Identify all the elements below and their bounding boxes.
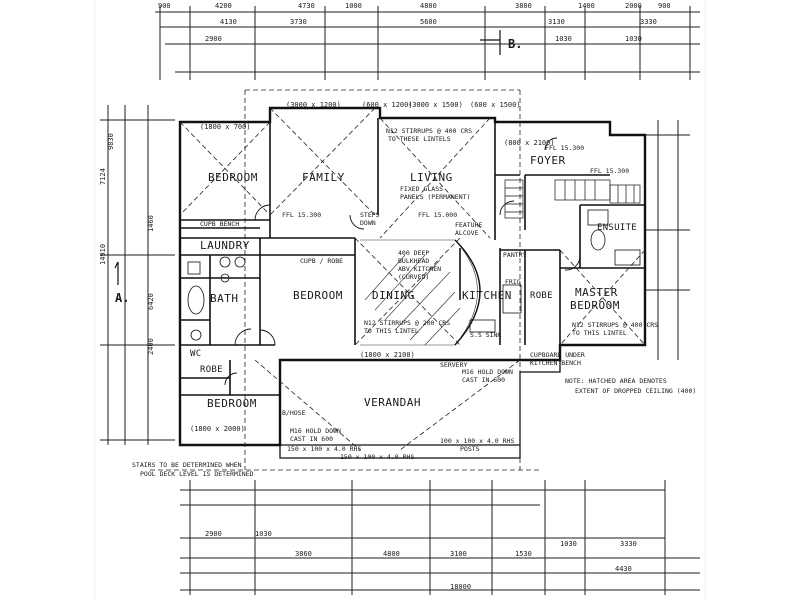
door-swings [224,137,581,386]
foyer-stairs [504,179,641,219]
right-dimension-lines [645,120,690,360]
fixtures [187,209,641,341]
bottom-dimension-lines [180,480,700,595]
section-markers [114,30,501,285]
dropped-ceiling-hatch [360,239,478,346]
interior-walls [180,118,645,396]
top-dimension-lines [155,6,700,80]
paper-grid [94,0,706,600]
roof-hip-lines [150,89,646,471]
left-dimension-lines [100,105,175,445]
curved-bulkhead [454,239,481,346]
